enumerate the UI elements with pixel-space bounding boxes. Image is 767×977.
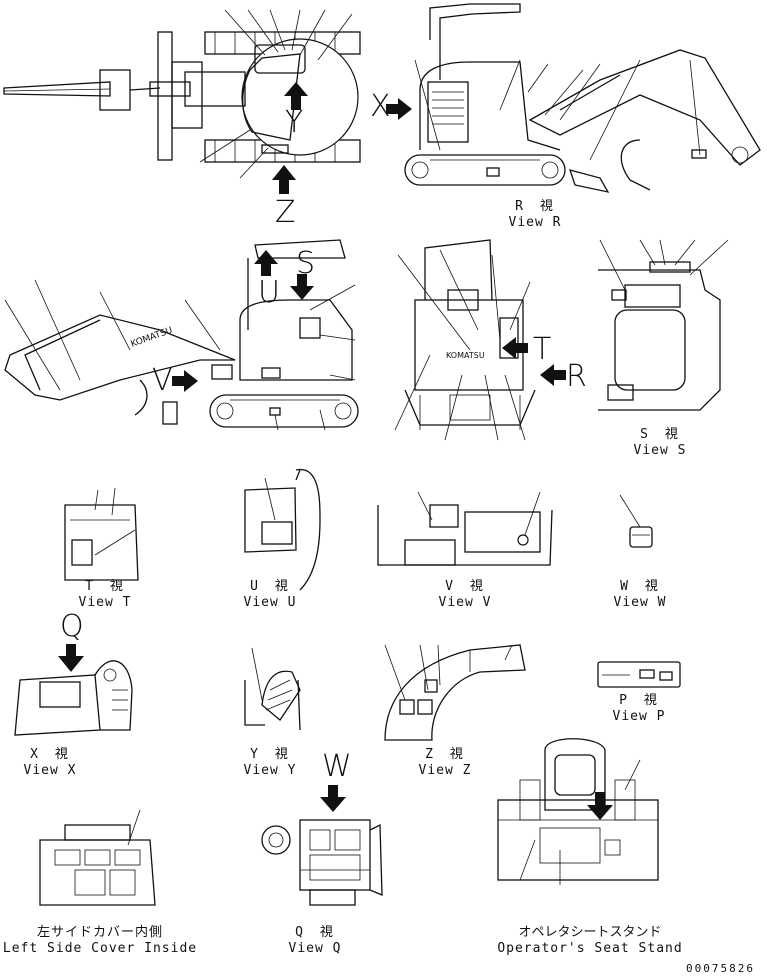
- arrow-x: [386, 98, 412, 120]
- top-plan-view: [3, 31, 361, 163]
- letter-s: S: [296, 246, 316, 281]
- view-x-drawing: [14, 660, 133, 736]
- letter-u: U: [258, 275, 280, 310]
- arrow-s: [290, 274, 314, 300]
- brand-decal-boom: KOMATSU: [130, 326, 174, 350]
- t-leaders: [94, 487, 116, 516]
- letter-z: Z: [275, 195, 296, 230]
- arrow-r: [540, 364, 566, 386]
- seat-leaders: [519, 759, 641, 885]
- s-leaders: [599, 239, 729, 291]
- view-u-drawing: [244, 469, 321, 591]
- r-leaders: [414, 59, 701, 161]
- left-cover-drawing: [39, 824, 156, 906]
- arrow-w: [320, 785, 346, 812]
- rear-view: [404, 239, 536, 430]
- seat-stand-drawing: [497, 738, 659, 881]
- view-w-drawing: [619, 494, 653, 548]
- letter-r: R: [566, 359, 587, 394]
- side-view-r: [404, 3, 761, 193]
- arrow-v: [172, 370, 198, 392]
- view-p-drawing: [597, 661, 681, 688]
- arrow-y: [284, 82, 308, 110]
- view-s-drawing: [598, 261, 721, 411]
- document-number: 00075826: [686, 962, 755, 975]
- side-view-left: [4, 239, 359, 428]
- left-leaders: [4, 279, 356, 431]
- view-z-drawing: [384, 644, 526, 741]
- z-leaders: [384, 644, 513, 701]
- letter-v: V: [152, 363, 173, 398]
- view-v-drawing: [377, 504, 553, 566]
- letter-y: Y: [285, 105, 304, 140]
- top-leaders: [199, 9, 353, 179]
- letter-w: W: [322, 749, 352, 784]
- v-leaders: [417, 491, 541, 536]
- arrow-z: [272, 165, 296, 194]
- letter-t: T: [533, 332, 552, 367]
- view-t-drawing: [64, 504, 139, 581]
- brand-decal-rear: KOMATSU: [446, 351, 485, 360]
- arrow-p: [587, 792, 613, 820]
- letter-q: Q: [60, 609, 84, 644]
- engine-view-q: [261, 819, 383, 906]
- arrow-u: [254, 250, 278, 276]
- view-y-drawing: [244, 670, 301, 731]
- arrow-t: [502, 337, 528, 359]
- letter-x: X: [370, 89, 391, 124]
- rear-leaders: [394, 249, 531, 441]
- arrow-q: [58, 644, 84, 672]
